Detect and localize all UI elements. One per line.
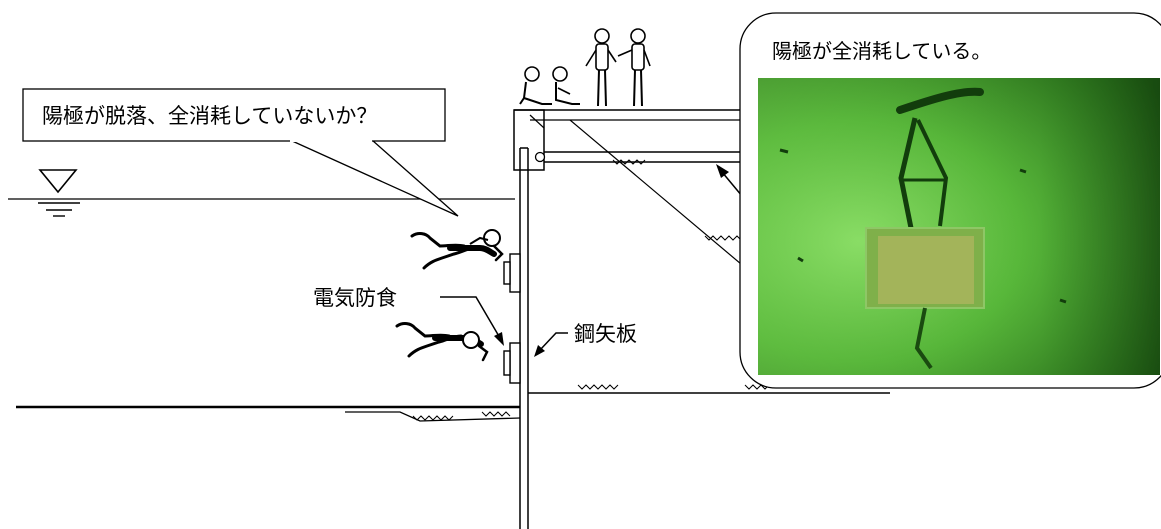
seabed-rubble	[345, 411, 521, 422]
worker-icon	[552, 66, 580, 105]
worker-icon	[519, 66, 552, 105]
worker-icon	[617, 28, 651, 107]
diver-icon	[395, 322, 489, 362]
pier-structure	[513, 109, 890, 394]
arrow-icon	[716, 164, 743, 197]
cathodic-protection-label: 電気防食	[313, 286, 397, 310]
steel-sheet-pile	[519, 147, 529, 529]
steel-sheet-pile-label: 鋼矢板	[574, 322, 637, 346]
anode-icon	[503, 253, 521, 293]
worker-icon	[585, 28, 617, 107]
anode-icon	[503, 342, 521, 384]
water-level-icon	[38, 169, 80, 217]
callout-right-text: 陽極が全消耗している。	[772, 39, 991, 63]
arrow-icon	[534, 332, 568, 357]
callout-left-text: 陽極が脱落、全消耗していないか？	[42, 104, 377, 128]
callout-left: 陽極が脱落、全消耗していないか？	[22, 88, 459, 217]
arrow-icon	[440, 296, 504, 346]
underwater-anode-photo	[758, 78, 1160, 375]
callout-right: 陽極が全消耗している。	[739, 12, 1161, 389]
diver-icon	[410, 229, 504, 270]
anode-block	[878, 236, 974, 304]
